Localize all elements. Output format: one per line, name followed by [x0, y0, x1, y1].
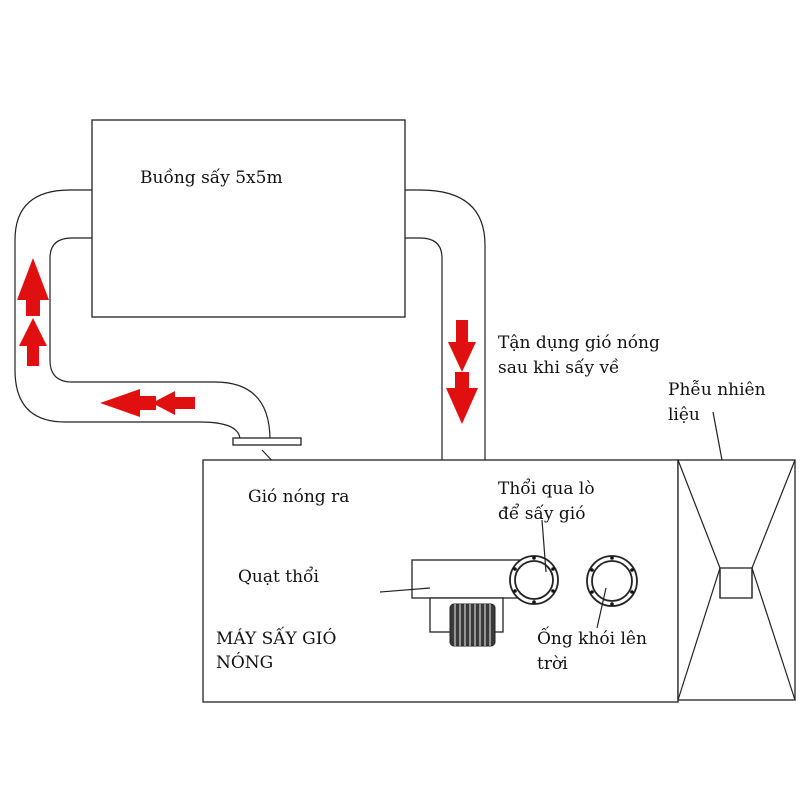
fuel-hopper	[677, 411, 796, 701]
hot-air-supply-duct	[14, 189, 271, 441]
blower-fan-label: Quạt thổi	[238, 567, 319, 587]
chimney-flange	[586, 555, 638, 629]
reuse-hot-air-label-line1: Tận dụng gió nóng	[498, 333, 660, 353]
chimney-label-line1: Ống khói lên	[537, 626, 647, 649]
drying-chamber-label: Buồng sấy 5x5m	[140, 168, 283, 188]
red-arrow-icon	[17, 258, 49, 366]
reuse-hot-air-label-line2: sau khi sấy về	[498, 358, 620, 378]
return-air-duct	[405, 189, 486, 560]
machine-name-label-line1: MÁY SẤY GIÓ	[216, 626, 336, 649]
drying-chamber	[91, 119, 406, 318]
red-arrow-icon	[100, 389, 195, 417]
chimney-label-line2: trời	[537, 654, 568, 674]
fuel-hopper-label-line2: liệu	[668, 405, 700, 425]
fuel-hopper-label-line1: Phễu nhiên	[668, 380, 766, 400]
blow-through-furnace-label-line1: Thổi qua lò	[498, 479, 595, 499]
red-arrow-icon	[446, 320, 478, 424]
furnace-port-flange	[509, 555, 559, 605]
hot-air-out-label: Gió nóng ra	[248, 487, 349, 507]
machine-name-label-line2: NÓNG	[216, 652, 273, 673]
fan-motor-icon	[449, 603, 496, 647]
blow-through-furnace-label-line2: để sấy gió	[498, 504, 585, 524]
